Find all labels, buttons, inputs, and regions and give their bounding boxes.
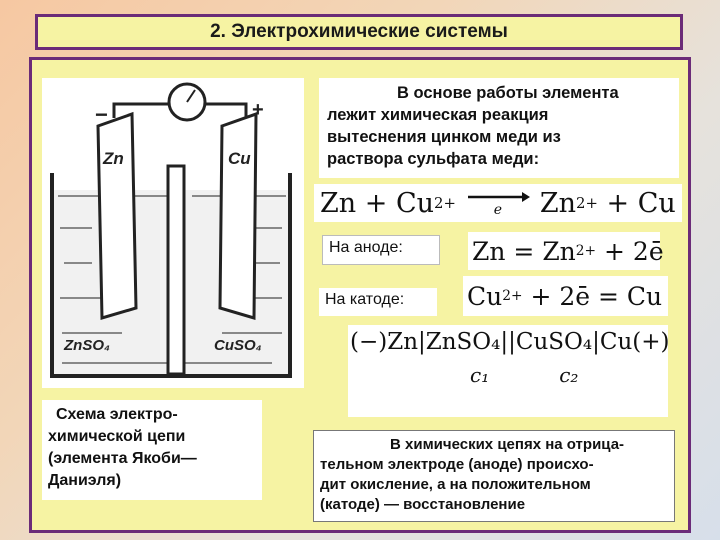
conclusion-line: дит окисление, а на положительном <box>320 476 591 493</box>
arrow-icon <box>467 192 530 202</box>
reaction-right-charge: 2+ <box>576 194 598 212</box>
porous-partition <box>166 164 186 376</box>
content-panel: − + Zn Cu ZnSO₄ CuSO₄ <box>29 57 691 533</box>
conclusion-line: В химических цепях на отрица- <box>390 436 625 453</box>
plus-sign: + <box>252 99 264 121</box>
cell-scheme: (−)Zn|ZnSO₄||CuSO₄|Cu(+) c₁ c₂ <box>348 325 670 417</box>
wire-left <box>112 102 168 118</box>
intro-line: лежит химическая реакция <box>327 106 549 124</box>
zinc-electrode <box>96 111 138 320</box>
reaction-arrow: e <box>466 190 530 218</box>
conclusion-line: (катоде) — восстановление <box>320 496 526 513</box>
cathode-eq-b: + 2ē = Cu <box>522 281 663 311</box>
caption-line: Даниэля) <box>48 472 122 489</box>
galvanometer-needle <box>186 89 196 103</box>
anode-eq-charge: 2+ <box>575 243 597 259</box>
reaction-right-tail: + Cu <box>597 187 676 219</box>
concentration-labels: c₁ c₂ <box>350 363 578 387</box>
cell-scheme-line: (−)Zn|ZnSO₄||CuSO₄|Cu(+) <box>350 329 670 355</box>
reaction-right: Zn <box>539 187 577 219</box>
cathode-eq-charge: 2+ <box>502 288 523 304</box>
c1-label: c₁ <box>470 363 490 387</box>
caption-line: Схема электро- <box>56 406 178 423</box>
arrow-electron: e <box>493 202 503 218</box>
anode-eq-b: + 2ē <box>596 236 664 266</box>
slide-title-text: 2. Электрохимические системы <box>210 21 508 42</box>
caption-line: химической цепи <box>48 428 186 445</box>
minus-sign: − <box>95 102 108 127</box>
diagram-caption: Схема электро- химической цепи (элемента… <box>42 400 262 500</box>
anode-eq-a: Zn = Zn <box>472 236 576 266</box>
cathode-label: На катоде: <box>319 288 437 316</box>
cuso4-label: CuSO₄ <box>214 337 262 354</box>
c2-label: c₂ <box>559 363 579 387</box>
caption-line: (элемента Якоби— <box>48 450 197 467</box>
daniell-cell-diagram: − + Zn Cu ZnSO₄ CuSO₄ <box>42 78 304 388</box>
zn-label: Zn <box>102 149 124 168</box>
znso4-label: ZnSO₄ <box>63 337 110 354</box>
slide-title: 2. Электрохимические системы <box>35 14 683 50</box>
conclusion-line: тельном электроде (аноде) происхо- <box>320 456 594 473</box>
conclusion-text: В химических цепях на отрица- тельном эл… <box>313 430 675 522</box>
intro-line: раствора сульфата меди: <box>327 150 540 168</box>
cell-drawing: − + Zn Cu ZnSO₄ CuSO₄ <box>50 82 292 378</box>
intro-line: вытеснения цинком меди из <box>327 128 561 146</box>
reaction-left-charge: 2+ <box>434 194 456 212</box>
cathode-eq-a: Cu <box>467 281 503 311</box>
vessel-outline <box>50 173 292 378</box>
cu-label: Cu <box>228 149 251 168</box>
anode-label: На аноде: <box>322 235 440 265</box>
intro-text: В основе работы элемента лежит химическа… <box>319 78 679 178</box>
copper-electrode <box>218 111 258 320</box>
reaction-left: Zn + Cu <box>320 187 434 219</box>
intro-line: В основе работы элемента <box>397 84 619 102</box>
